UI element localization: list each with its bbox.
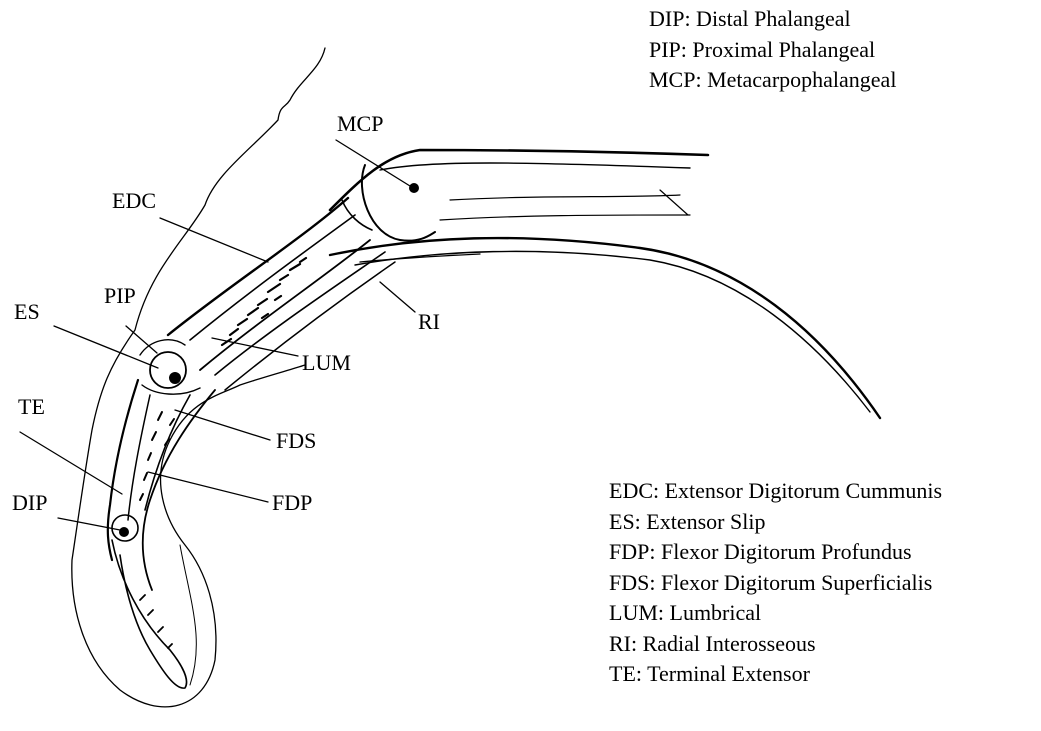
- flexor-bundle-upper: [215, 252, 385, 375]
- mcp-joint-cap: [342, 200, 372, 230]
- palm-outer-curve: [330, 238, 880, 418]
- proximal-phalanx-upper: [190, 215, 355, 340]
- legend-item: DIP: Distal Phalangeal: [649, 4, 896, 35]
- leader-te: [20, 432, 122, 494]
- leader-pip: [126, 326, 157, 353]
- metacarpal-top: [330, 150, 708, 210]
- ri-tendon-line: [360, 254, 480, 262]
- pip-joint-capsule: [140, 340, 200, 394]
- legend-item: RI: Radial Interosseous: [609, 629, 942, 660]
- skin-crease: [180, 545, 196, 685]
- leader-fdp: [148, 472, 268, 502]
- legend-item: MCP: Metacarpophalangeal: [649, 65, 896, 96]
- skin-outline: [72, 48, 325, 707]
- leader-edc: [160, 218, 268, 262]
- leader-ri: [380, 282, 415, 312]
- leader-es: [54, 326, 158, 368]
- label-fdp: FDP: [272, 492, 312, 514]
- tendon-legend: EDC: Extensor Digitorum Cummunis ES: Ext…: [609, 476, 942, 690]
- leader-dip: [58, 518, 120, 530]
- legend-item: TE: Terminal Extensor: [609, 659, 942, 690]
- leader-lum: [212, 338, 298, 356]
- pip-joint-dot: [169, 372, 181, 384]
- label-lum: LUM: [302, 352, 351, 374]
- metacarpal-top-inner: [380, 163, 690, 170]
- label-edc: EDC: [112, 190, 156, 212]
- label-mcp: MCP: [337, 113, 383, 135]
- legend-item: LUM: Lumbrical: [609, 598, 942, 629]
- legend-item: EDC: Extensor Digitorum Cummunis: [609, 476, 942, 507]
- legend-item: ES: Extensor Slip: [609, 507, 942, 538]
- mcp-joint-head: [362, 165, 435, 241]
- bone-stipple-proximal: [222, 258, 306, 345]
- label-pip: PIP: [104, 285, 136, 307]
- label-dip: DIP: [12, 492, 47, 514]
- label-te: TE: [18, 396, 45, 418]
- label-es: ES: [14, 301, 40, 323]
- mcp-joint-dot: [409, 183, 419, 193]
- legend-item: FDP: Flexor Digitorum Profundus: [609, 537, 942, 568]
- leader-mcp: [336, 140, 410, 186]
- label-fds: FDS: [276, 430, 316, 452]
- pip-joint-ring: [150, 352, 186, 388]
- leader-lines: [20, 140, 415, 530]
- dip-joint-dot: [119, 527, 129, 537]
- joint-legend: DIP: Distal Phalangeal PIP: Proximal Pha…: [649, 4, 896, 96]
- label-ri: RI: [418, 311, 440, 333]
- fdp-tendon: [143, 390, 215, 590]
- legend-item: PIP: Proximal Phalangeal: [649, 35, 896, 66]
- legend-item: FDS: Flexor Digitorum Superficialis: [609, 568, 942, 599]
- metacarpal-bone-shading: [440, 190, 690, 220]
